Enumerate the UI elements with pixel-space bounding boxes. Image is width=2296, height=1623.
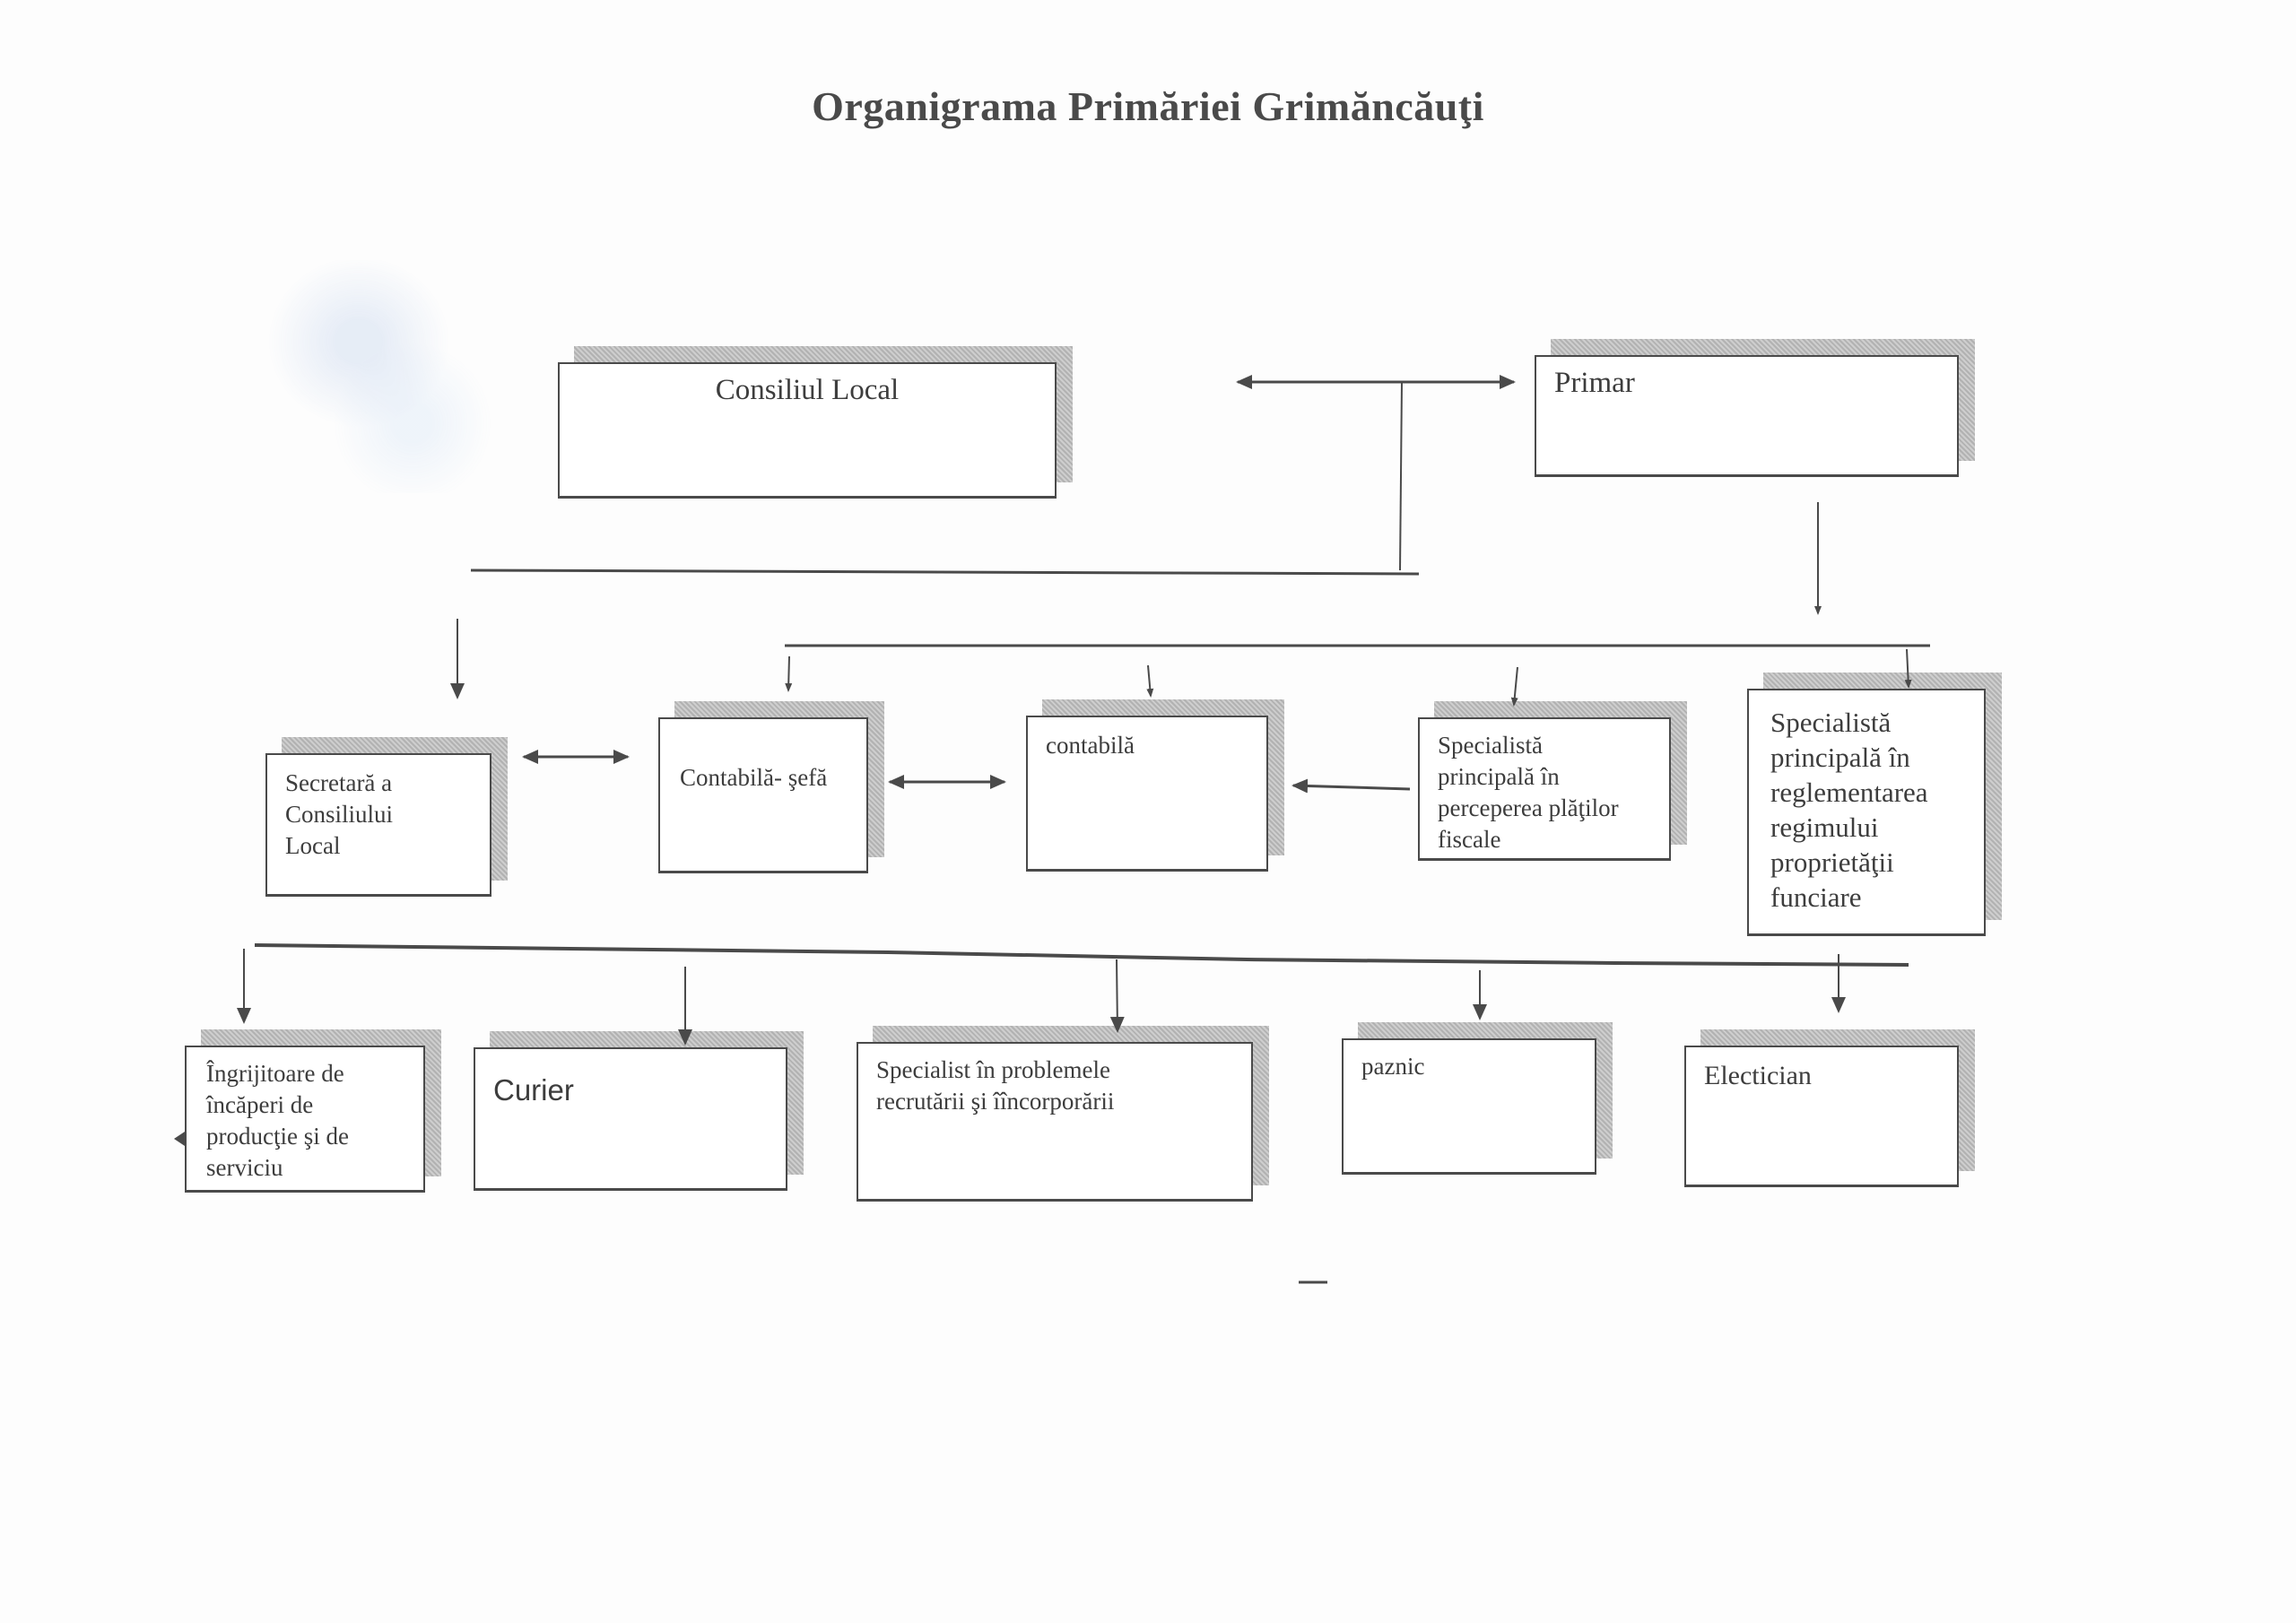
node-box <box>1747 689 1986 936</box>
node-curier: Curier <box>474 1031 804 1191</box>
arrow-to-contabila <box>1146 664 1154 698</box>
node-label: Primar <box>1554 367 1635 399</box>
connector-left-bus <box>470 568 1420 576</box>
node-primar: Primar <box>1535 339 1975 477</box>
node-box <box>474 1047 787 1191</box>
node-specialist-recrutare: Specialist în problemele recrutării şi î… <box>857 1026 1269 1202</box>
node-contabila: contabilă <box>1026 699 1284 872</box>
arrow-to-contabila-sefa <box>785 655 793 692</box>
stray-arrowhead <box>174 1132 185 1146</box>
node-specialista-funciare: Specialistă principală în reglementarea … <box>1747 673 2002 936</box>
node-box <box>265 753 491 897</box>
node-box <box>1684 1046 1959 1187</box>
node-label: paznic <box>1361 1053 1425 1080</box>
node-box <box>658 717 868 873</box>
arrow-to-specialista-fiscale <box>1510 666 1518 707</box>
node-label: Specialistă principală în perceperea plă… <box>1438 732 1619 853</box>
node-box <box>558 362 1057 499</box>
node-label: contabilă <box>1046 732 1135 759</box>
node-label: Curier <box>493 1073 574 1107</box>
node-box <box>1535 355 1959 477</box>
arrow-to-specialist-recrutare <box>1109 959 1125 1033</box>
node-ingrijitoare: Îngrijitoare de încăperi de producţie şi… <box>185 1029 441 1193</box>
connector-row3-bus <box>254 943 1909 967</box>
node-label: Îngrijitoare de încăperi de producţie şi… <box>206 1060 349 1181</box>
node-label: Specialistă principală în reglementarea … <box>1770 707 1928 913</box>
arrow-fiscale-to-contabila <box>1292 778 1411 794</box>
node-box <box>1418 717 1671 861</box>
node-label: Electician <box>1704 1061 1812 1090</box>
node-electician: Electician <box>1684 1029 1975 1187</box>
node-label: Specialist în problemele recrutării şi î… <box>876 1056 1115 1115</box>
node-box <box>185 1046 425 1193</box>
node-label: Secretară a Consiliului Local <box>285 769 394 859</box>
node-consiliul-local: Consiliul Local <box>558 346 1073 499</box>
node-contabila-sefa: Contabilă- şefă <box>658 701 884 873</box>
node-box <box>1342 1038 1596 1175</box>
node-label: Contabilă- şefă <box>680 764 828 791</box>
node-secretara: Secretară a Consiliului Local <box>265 737 508 897</box>
node-paznic: paznic <box>1342 1022 1613 1175</box>
connector-vertical-center <box>1399 381 1403 571</box>
node-box <box>857 1042 1253 1202</box>
chart-title: Organigrama Primăriei Grimăncăuţi <box>812 83 1484 129</box>
node-box <box>1026 716 1268 872</box>
node-specialista-fiscale: Specialistă principală în perceperea plă… <box>1418 701 1687 861</box>
stamp-artifact <box>251 260 520 493</box>
node-label: Consiliul Local <box>715 374 900 406</box>
arrow-to-specialista-funciare <box>1904 648 1912 689</box>
